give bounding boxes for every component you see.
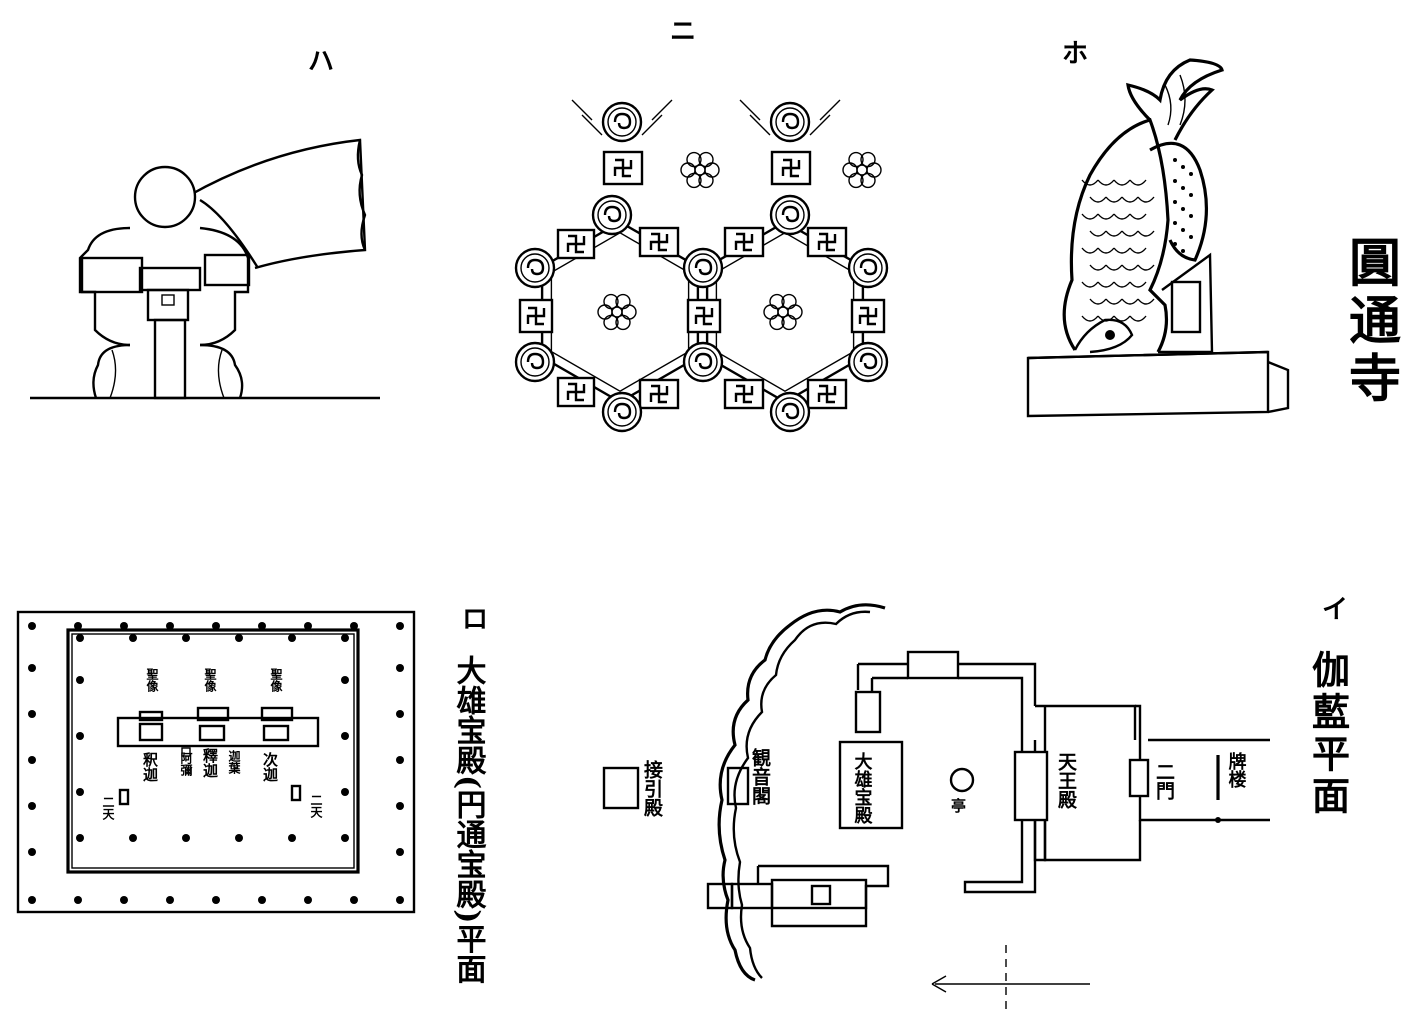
bracket-drawing bbox=[30, 138, 380, 400]
hall-shaka: 釈迦 bbox=[141, 751, 159, 782]
figure-label-ro: ロ bbox=[462, 605, 488, 635]
site-tianwang: 天王殿 bbox=[1055, 752, 1078, 810]
site-paifang: 牌楼 bbox=[1226, 751, 1247, 789]
hall-plan bbox=[16, 610, 416, 914]
site-plan bbox=[602, 603, 1270, 1010]
temple-title: 圓通寺 bbox=[1340, 235, 1401, 409]
caption-site-plan: 伽藍平面 bbox=[1306, 650, 1351, 818]
lattice-pattern bbox=[514, 99, 889, 433]
hall-statue-mid: 聖像 bbox=[203, 668, 217, 693]
hall-statue-right: 聖像 bbox=[269, 668, 283, 693]
hall-ertian-right: 二天 bbox=[309, 794, 323, 819]
figure-label-ha: ハ bbox=[308, 47, 334, 77]
site-ting: 亭 bbox=[949, 797, 967, 814]
figure-label-i: イ bbox=[1322, 595, 1348, 625]
caption-hall-plan: 大雄宝殿(円通宝殿)平面 bbox=[451, 655, 487, 984]
hall-jiaye: 迦葉 bbox=[227, 749, 241, 775]
figure-label-ni: ニ bbox=[670, 17, 696, 47]
site-jieyin: 接引殿 bbox=[641, 760, 664, 818]
hall-statue-left: 聖像 bbox=[145, 668, 159, 693]
figure-label-ho: ホ bbox=[1062, 39, 1088, 69]
site-ermen: 二門 bbox=[1153, 762, 1175, 800]
site-guanyin: 観音閣 bbox=[749, 747, 771, 805]
hall-ertian-left: 二天 bbox=[101, 796, 115, 821]
site-daxiong: 大雄宝殿 bbox=[852, 751, 874, 825]
shachi-ornament bbox=[1026, 58, 1290, 418]
hall-mid-text: 釋迦 bbox=[201, 747, 219, 778]
hall-right-text: 次迦 bbox=[261, 751, 279, 782]
hall-amida: 阿彌 bbox=[179, 752, 193, 777]
